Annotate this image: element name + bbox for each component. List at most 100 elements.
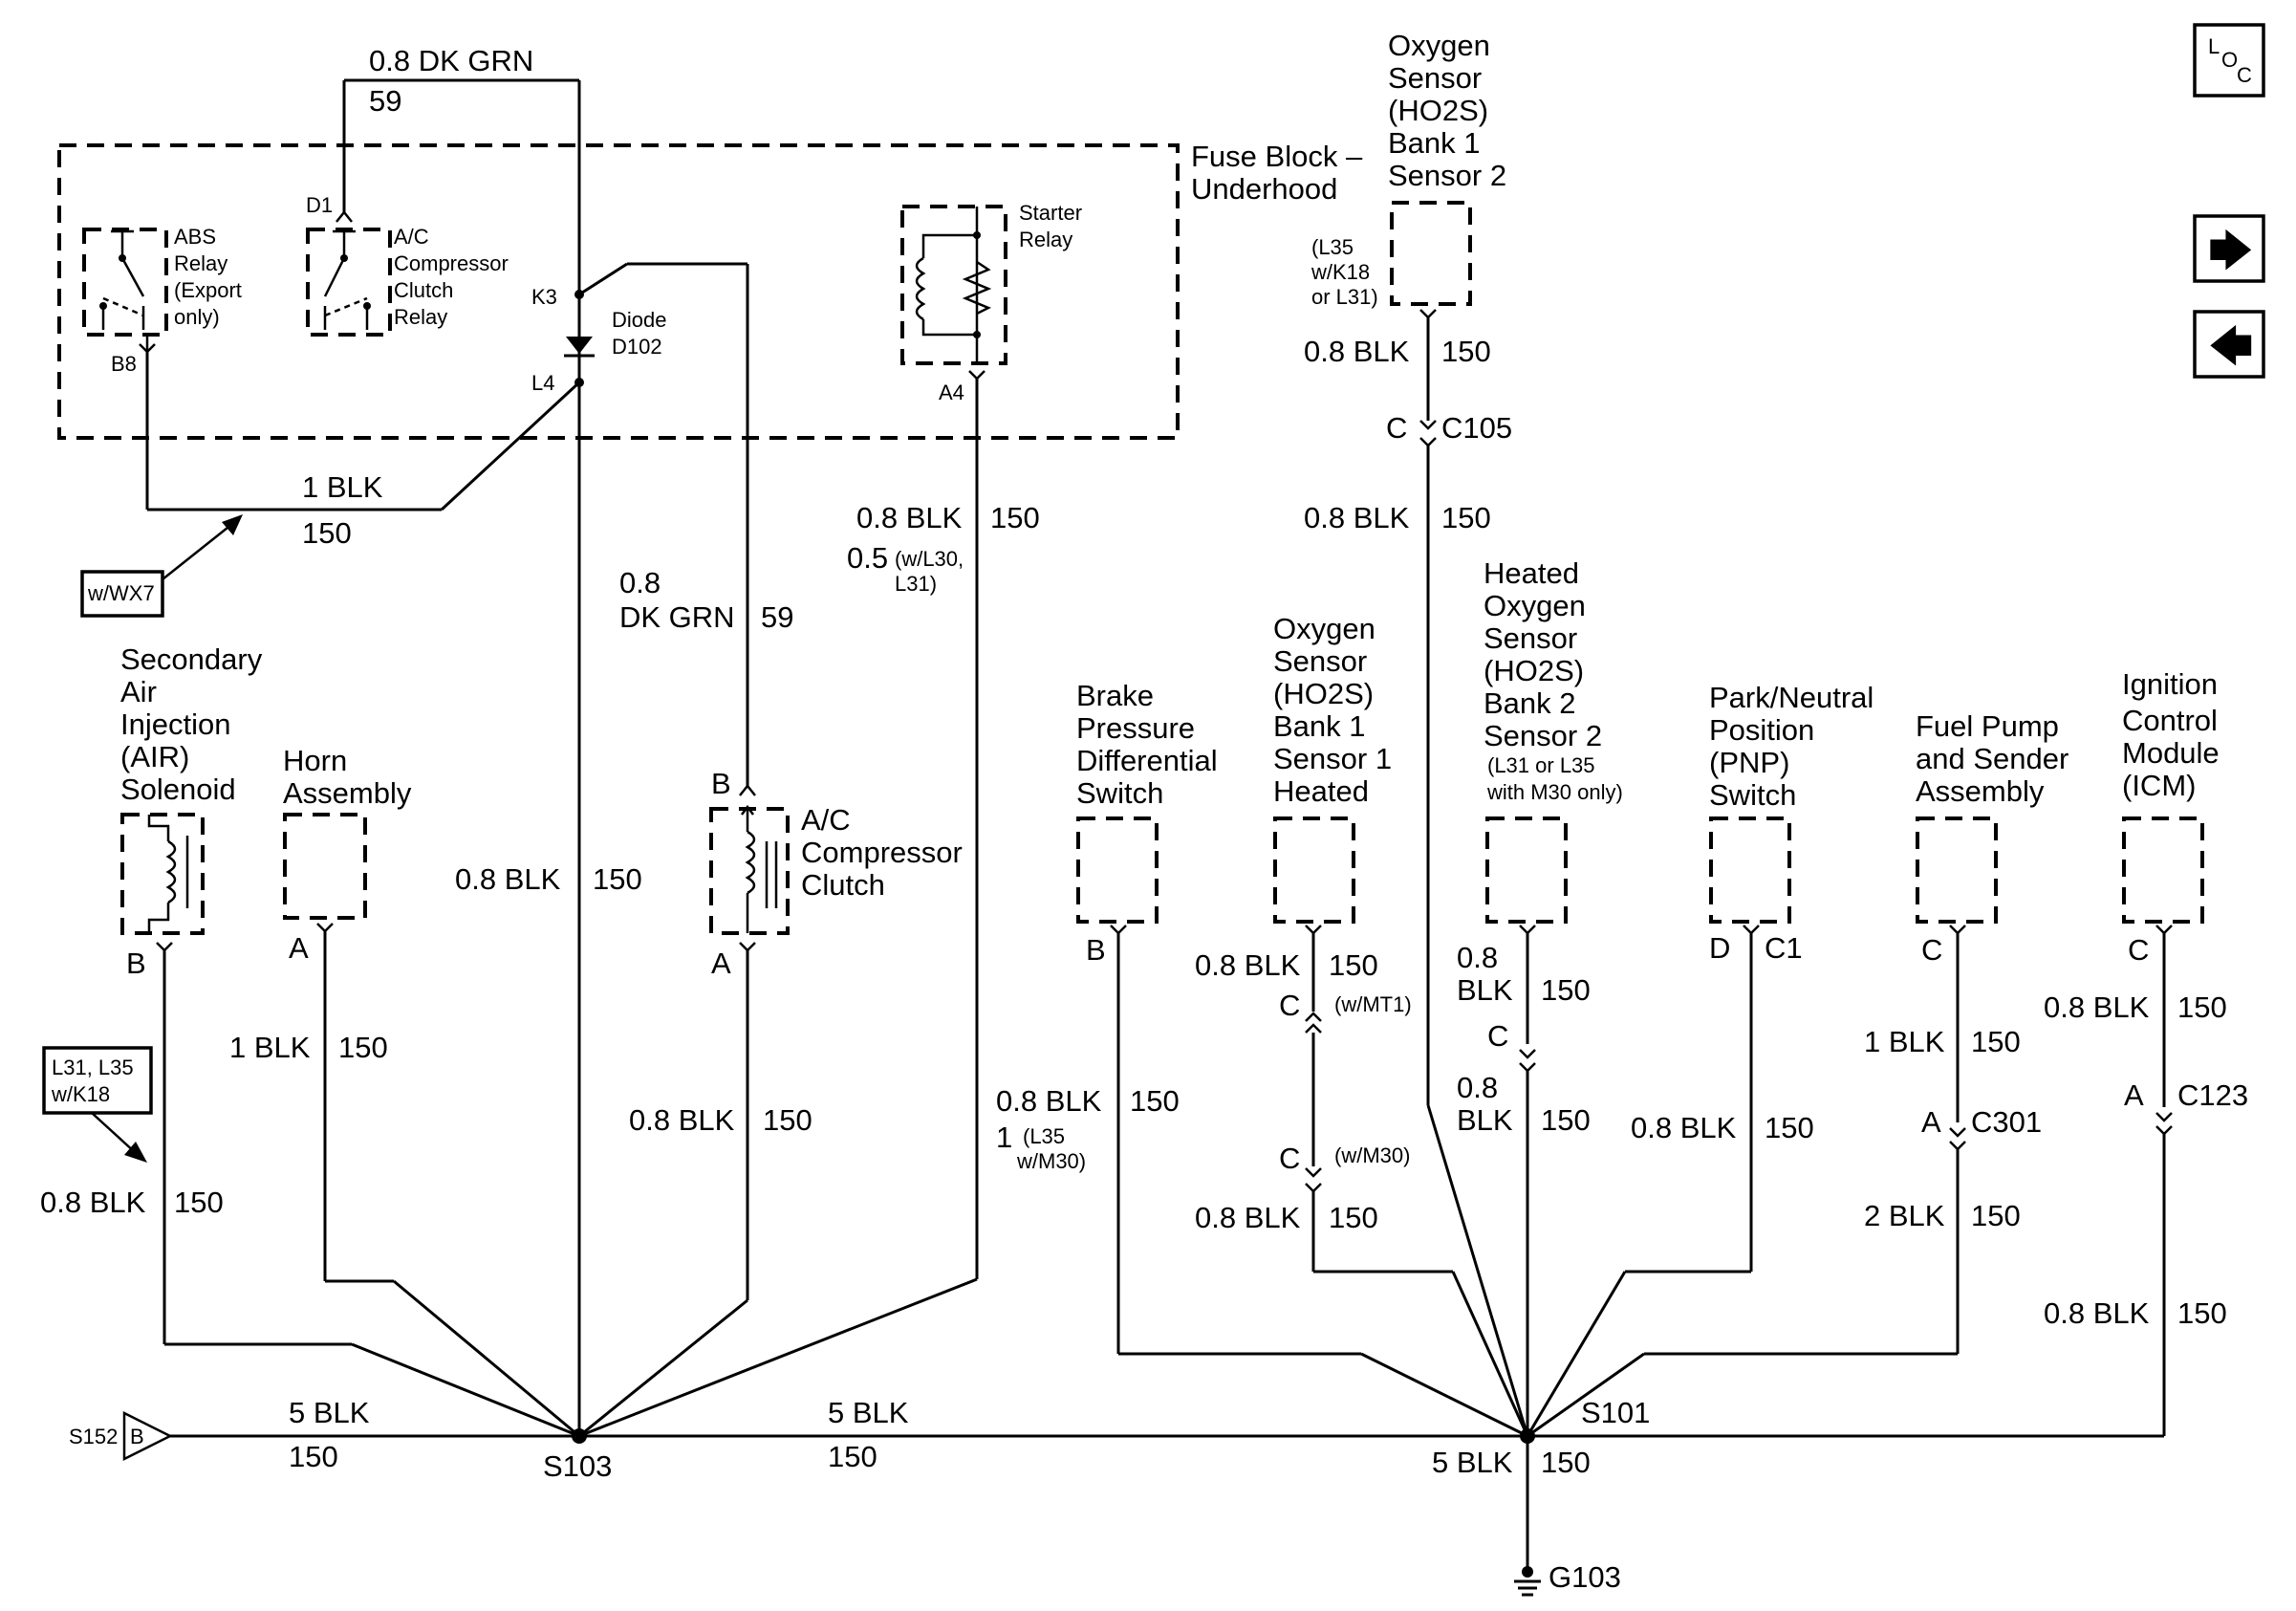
starter-relay-label-1: Starter xyxy=(1019,201,1082,225)
s152-label: S152 xyxy=(69,1425,118,1448)
starter-return-wire: 0.8 BLK xyxy=(996,1084,1102,1118)
prev-page-button[interactable]: 🡄 xyxy=(2193,310,2265,379)
ho2s-b1s1-label-2: Sensor xyxy=(1273,644,1367,678)
ho2s-b1s2-box xyxy=(1390,201,1472,306)
abs-wire-label: 1 BLK xyxy=(302,470,383,504)
ho2s-b2s2-color2: BLK xyxy=(1457,1103,1513,1137)
ho2s-b1s1-note1: (w/MT1) xyxy=(1334,992,1412,1016)
ground-icon xyxy=(1514,1566,1541,1597)
ho2s-b2s2-size2: 0.8 xyxy=(1457,1071,1498,1104)
fuel-pump-circuit2: 150 xyxy=(1971,1199,2021,1232)
fuse-block-title-line-1: Fuse Block – xyxy=(1191,140,1363,173)
ho2s-b1s2-conn-pin: C xyxy=(1386,411,1407,445)
abs-ground-wire-diag xyxy=(440,381,581,512)
ho2s-b2s2-label-1: Heated xyxy=(1484,556,1579,590)
icm-wire2: 0.8 BLK xyxy=(2044,1296,2150,1330)
ac-clutch-wire: 0.8 BLK xyxy=(629,1103,735,1137)
ground-wire-circuit: 150 xyxy=(1541,1446,1591,1479)
fuel-pump-conn-pin: A xyxy=(1921,1105,1941,1139)
horn-wire: 1 BLK xyxy=(229,1031,311,1064)
pnp-label-1: Park/Neutral xyxy=(1709,681,1874,714)
ho2s-b2s2-label-4: (HO2S) xyxy=(1484,654,1584,687)
air-solenoid-pin: B xyxy=(126,947,146,980)
ho2s-b1s2-option-3: or L31) xyxy=(1311,285,1378,309)
ho2s-b1s2-label-5: Sensor 2 xyxy=(1388,159,1506,192)
ho2s-b1s2-option-1: (L35 xyxy=(1311,235,1354,259)
ac-clutch-pin-top: B xyxy=(711,767,731,800)
diode-label-2: D102 xyxy=(612,335,662,359)
icm-circuit1: 150 xyxy=(2177,991,2227,1024)
ho2s-b2s2-pin: C xyxy=(1487,1019,1508,1053)
horn-label-1: Horn xyxy=(283,744,347,777)
loc-icon-l: L xyxy=(2208,34,2220,58)
horn-label-2: Assembly xyxy=(283,776,412,810)
fuel-pump-label-1: Fuel Pump xyxy=(1916,709,2059,743)
air-solenoid-label-1: Secondary xyxy=(120,642,263,676)
s152-pin: B xyxy=(130,1425,144,1448)
icm-conn-pin: A xyxy=(2124,1078,2144,1112)
abs-relay-label-4: only) xyxy=(174,305,220,329)
brake-switch-label-4: Switch xyxy=(1076,776,1163,810)
ho2s-b1s2-conn: C105 xyxy=(1441,411,1512,445)
starter-wire-circuit: 150 xyxy=(990,501,1040,534)
starter-wire-alt-size: 0.5 xyxy=(847,541,888,575)
ho2s-b1s1-label-5: Sensor 1 xyxy=(1273,742,1392,775)
starter-return-alt-size: 1 xyxy=(996,1121,1012,1154)
starter-wire-alt-note-1: (w/L30, xyxy=(895,547,964,571)
ac-clutch-relay-label-2: Compressor xyxy=(394,251,509,275)
ho2s-b1s2-label-3: (HO2S) xyxy=(1388,94,1488,127)
fuel-pump-wire1: 1 BLK xyxy=(1864,1025,1945,1058)
ac-clutch-top-connector xyxy=(739,783,756,796)
pnp-conn: C1 xyxy=(1765,931,1803,965)
icm-circuit2: 150 xyxy=(2177,1296,2227,1330)
starter-return-alt-note-1: (L35 xyxy=(1023,1124,1065,1148)
horn-circuit: 150 xyxy=(338,1031,388,1064)
abs-relay-pin: B8 xyxy=(111,352,137,376)
air-note-1: L31, L35 xyxy=(52,1056,134,1079)
ho2s-b1s2-label-4: Bank 1 xyxy=(1388,126,1481,160)
ac-clutch-feed-color: DK GRN xyxy=(619,600,735,634)
top-wire-circuit: 59 xyxy=(369,84,401,118)
ho2s-b1s1-note2: (w/M30) xyxy=(1334,1143,1410,1167)
ho2s-b2s2-circuit1: 150 xyxy=(1541,973,1591,1007)
ho2s-b2s2-size1: 0.8 xyxy=(1457,941,1498,974)
ac-clutch-feed-size: 0.8 xyxy=(619,566,661,599)
horn-pin: A xyxy=(289,931,309,965)
air-solenoid-label-5: Solenoid xyxy=(120,773,236,806)
ho2s-b1s2-wire2: 0.8 BLK xyxy=(1304,501,1410,534)
air-note-box xyxy=(42,1046,153,1115)
ho2s-b2s2-label-2: Oxygen xyxy=(1484,589,1586,622)
ac-clutch-relay-label-3: Clutch xyxy=(394,278,453,302)
ho2s-b2s2-color1: BLK xyxy=(1457,973,1513,1007)
air-solenoid-label-3: Injection xyxy=(120,708,230,741)
pnp-box xyxy=(1709,816,1791,924)
ac-clutch-label-3: Clutch xyxy=(801,868,885,902)
fuel-pump-label-2: and Sender xyxy=(1916,742,2069,775)
loc-icon[interactable]: L O C xyxy=(2193,23,2265,98)
fuel-pump-circuit1: 150 xyxy=(1971,1025,2021,1058)
next-page-button[interactable]: 🡆 xyxy=(2193,214,2265,283)
diode-label-1: Diode xyxy=(612,308,666,332)
ho2s-b2s2-label-6: Sensor 2 xyxy=(1484,719,1602,752)
abs-relay-label-2: Relay xyxy=(174,251,227,275)
loc-icon-o: O xyxy=(2221,48,2238,72)
ac-clutch-relay xyxy=(306,78,579,337)
starter-return-circuit: 150 xyxy=(1130,1084,1180,1118)
wx7-note-box xyxy=(80,570,164,618)
prev-arrow-icon: 🡄 xyxy=(2208,320,2254,372)
pnp-pin: D xyxy=(1709,931,1730,965)
top-wire-label: 0.8 DK GRN xyxy=(369,44,533,77)
fuel-pump-label-3: Assembly xyxy=(1916,774,2045,808)
ground-wire-label: 5 BLK xyxy=(1432,1446,1513,1479)
abs-relay xyxy=(82,228,168,510)
ho2s-b1s1-wire1: 0.8 BLK xyxy=(1195,948,1301,982)
next-arrow-icon: 🡆 xyxy=(2208,225,2254,276)
ac-clutch-feed-circuit: 59 xyxy=(761,600,793,634)
starter-relay xyxy=(900,205,1007,1279)
brake-switch-label-1: Brake xyxy=(1076,679,1154,712)
ho2s-b2s2-option-2: with M30 only) xyxy=(1486,780,1623,804)
s152-connector xyxy=(122,1410,173,1462)
air-note-2: w/K18 xyxy=(51,1082,110,1106)
abs-relay-label-1: ABS xyxy=(174,225,216,249)
